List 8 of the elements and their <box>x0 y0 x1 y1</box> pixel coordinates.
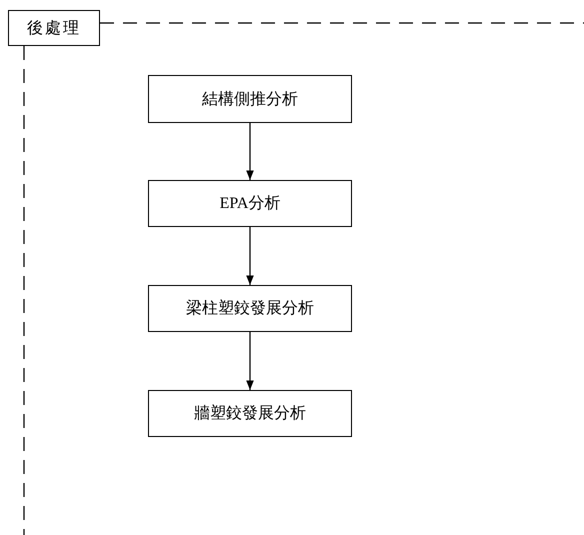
process-box: 梁柱塑鉸發展分析 <box>148 285 352 332</box>
arrow <box>246 332 254 390</box>
process-box: 牆塑鉸發展分析 <box>148 390 352 437</box>
group-label-box: 後處理 <box>8 10 100 46</box>
arrow <box>246 123 254 180</box>
process-box: EPA分析 <box>148 180 352 227</box>
process-box: 結構側推分析 <box>148 75 352 123</box>
arrow <box>246 227 254 285</box>
